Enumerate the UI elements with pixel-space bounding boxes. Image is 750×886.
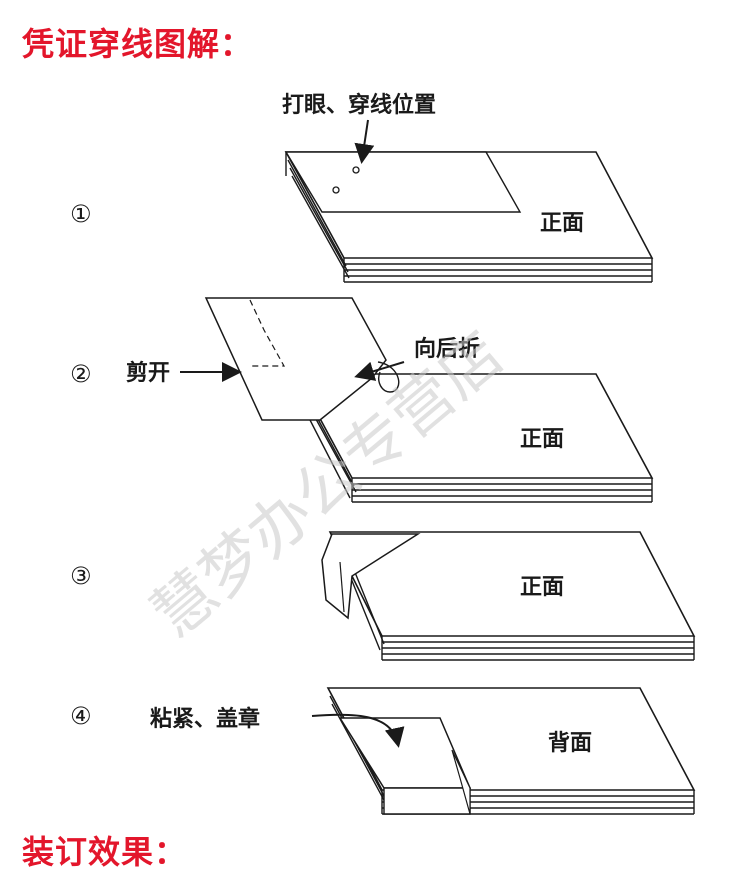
step-3-folded-flap — [321, 533, 421, 620]
step-3-paper-stack — [328, 531, 696, 661]
step-2-cut-line — [249, 299, 286, 367]
step-1-hole-1 — [332, 186, 340, 194]
step-1: ① 打眼、穿线位置 正面 — [70, 92, 654, 283]
step-1-face-label: 正面 — [540, 211, 584, 236]
step-2-paper-stack — [294, 373, 654, 503]
page-title: 凭证穿线图解： — [22, 25, 254, 63]
step-4-tab-side — [451, 749, 471, 815]
step-1-callout: 打眼、穿线位置 — [282, 92, 436, 118]
step-4: ④ 粘紧、盖章 背面 — [70, 687, 696, 815]
step-2-callout-left: 剪开 — [126, 360, 170, 386]
step-2-fold-curl — [377, 361, 400, 393]
step-3-flap-crease — [339, 561, 345, 613]
step-2-number: ② — [70, 360, 92, 388]
step-1-callout-arrow — [354, 119, 375, 164]
step-4-callout: 粘紧、盖章 — [150, 706, 260, 732]
section-title: 装订效果： — [22, 833, 188, 871]
step-2-callout-right: 向后折 — [414, 336, 480, 362]
step-3-face-label: 正面 — [520, 575, 564, 600]
step-4-callout-arrow — [311, 713, 405, 748]
step-4-face-label: 背面 — [548, 731, 592, 756]
step-2-fold-arrow — [354, 361, 405, 381]
step-4-tab-edge — [383, 787, 471, 815]
step-4-number: ④ — [70, 702, 92, 730]
step-3-number: ③ — [70, 562, 92, 590]
step-1-cover-sheet — [284, 151, 522, 213]
step-3: ③ 正面 — [70, 531, 696, 661]
step-1-number: ① — [70, 200, 92, 228]
step-2: ② 向后折 剪开 正面 — [70, 297, 654, 503]
step-2-face-label: 正面 — [520, 427, 564, 452]
step-1-hole-2 — [352, 166, 360, 174]
